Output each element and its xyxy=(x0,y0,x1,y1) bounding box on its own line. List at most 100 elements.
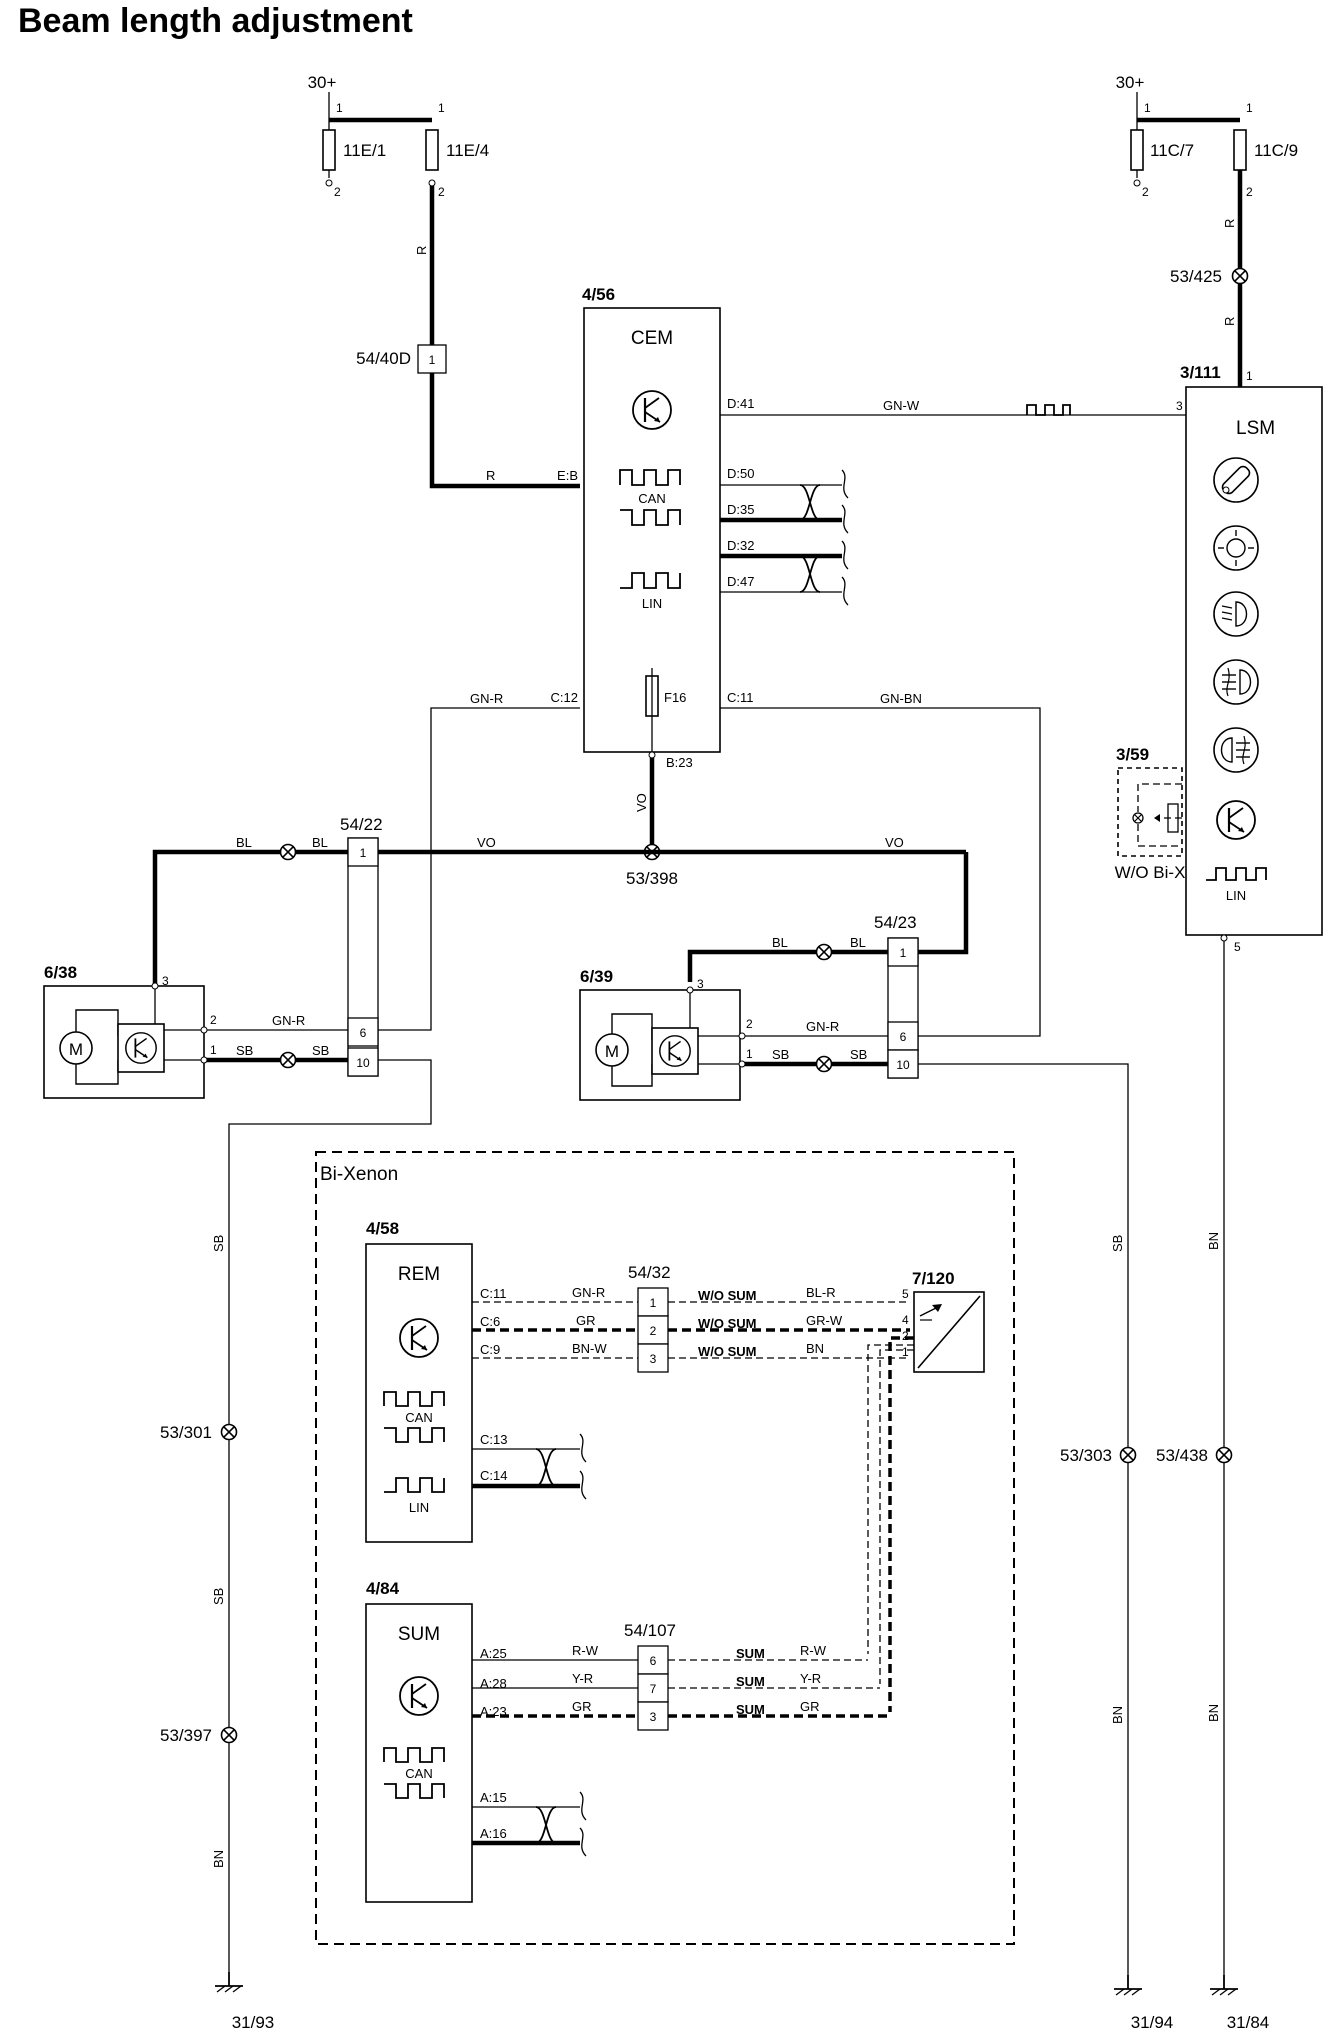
bixenon-label: Bi-Xenon xyxy=(320,1164,398,1185)
wire-label-r-1: R xyxy=(414,246,429,255)
connector-54-107-pin6: 6 xyxy=(650,1654,657,1668)
rem-lin-label: LIN xyxy=(409,1500,429,1515)
connector-54-107-pin3: 3 xyxy=(650,1710,657,1724)
sum-pin-a28: A:28 xyxy=(480,1676,507,1691)
connector-54-32-pin3: 3 xyxy=(650,1352,657,1366)
fuse-11e1-pin1: 1 xyxy=(336,101,343,115)
splice-53-301-label: 53/301 xyxy=(160,1423,212,1442)
svg-text:M: M xyxy=(605,1042,619,1061)
cem-pin-c11: C:11 xyxy=(727,690,754,705)
wire-label-bn-w: BN-W xyxy=(572,1341,607,1356)
rem-pin-c14: C:14 xyxy=(480,1468,507,1483)
sum-pin-a25: A:25 xyxy=(480,1646,507,1661)
sensor-7-120-ref: 7/120 xyxy=(912,1269,955,1288)
page-title: Beam length adjustment xyxy=(18,2,413,40)
rem-module xyxy=(365,1243,473,1543)
wire-label-vo-1: VO xyxy=(634,793,649,812)
ground-31-84-icon xyxy=(1209,1974,1239,1996)
wire-label-bl-2: BL xyxy=(312,835,328,850)
ground-31-94-icon xyxy=(1113,1974,1143,1996)
switch-3-59-note: W/O Bi-X xyxy=(1115,863,1186,882)
sum-transistor-icon xyxy=(398,1675,440,1717)
motor-6-38-pin3: 3 xyxy=(162,974,169,988)
cem-pin-eb: E:B xyxy=(557,468,578,483)
connector-54-40d xyxy=(417,344,447,374)
sum-module xyxy=(365,1603,473,1903)
cem-pin-c12: C:12 xyxy=(551,690,578,705)
splice-53-397-label: 53/397 xyxy=(160,1726,212,1745)
lsm-parking-light-icon xyxy=(1213,525,1259,571)
wire-label-vo-3: VO xyxy=(885,835,904,850)
wo-sum-label-2: W/O SUM xyxy=(698,1316,757,1331)
wire-label-vo-2: VO xyxy=(477,835,496,850)
motor-6-39-pin2: 2 xyxy=(746,1017,753,1031)
splice-53-397 xyxy=(220,1726,238,1744)
connector-54-107-pin7: 7 xyxy=(650,1682,657,1696)
sum-name: SUM xyxy=(398,1624,440,1645)
cem-can-pulse-icon xyxy=(619,469,681,486)
wire-label-sb-5: SB xyxy=(772,1047,789,1062)
motor-6-39-pin1: 1 xyxy=(746,1047,753,1061)
sensor-7-120-pin2: 2 xyxy=(902,1329,909,1343)
splice-53-438-label: 53/438 xyxy=(1156,1446,1208,1465)
lsm-rear-fog-icon xyxy=(1213,727,1259,773)
rem-pin-c9: C:9 xyxy=(480,1342,500,1357)
fuse-11e4-pin1: 1 xyxy=(438,101,445,115)
motor-6-39-motor-icon: M xyxy=(595,1013,653,1087)
splice-bl-left-icon xyxy=(279,843,297,861)
power-30-right-label: 30+ xyxy=(1116,73,1145,92)
splice-53-425-label: 53/425 xyxy=(1170,267,1222,286)
cem-pin-d35: D:35 xyxy=(727,502,754,517)
fuse-11e1-label: 11E/1 xyxy=(343,141,386,160)
fuse-11e4-pin2: 2 xyxy=(438,185,445,199)
switch-3-59-ref: 3/59 xyxy=(1116,745,1149,764)
sum-pin-a16: A:16 xyxy=(480,1826,507,1841)
wire-label-y-r-1: Y-R xyxy=(572,1671,593,1686)
rem-name: REM xyxy=(398,1264,440,1285)
wire-label-bl-r: BL-R xyxy=(806,1285,836,1300)
sensor-7-120-pin5: 5 xyxy=(902,1287,909,1301)
wire-label-gn-r-1: GN-R xyxy=(470,691,503,706)
fuse-11c9-label: 11C/9 xyxy=(1254,141,1298,160)
cem-transistor-icon xyxy=(631,389,673,431)
lsm-front-fog-icon xyxy=(1213,659,1259,705)
sum-can-twist-icon xyxy=(535,1806,557,1844)
motor-6-39-ref: 6/39 xyxy=(580,967,613,986)
connector-54-107-pin3-box xyxy=(637,1701,669,1731)
wo-sum-label-1: W/O SUM xyxy=(698,1288,757,1303)
connector-54-32-pin3-box xyxy=(637,1343,669,1373)
wo-sum-label-3: W/O SUM xyxy=(698,1344,757,1359)
sensor-7-120-pin1: 1 xyxy=(902,1345,909,1359)
lsm-name: LSM xyxy=(1236,418,1275,439)
motor-6-38-ref: 6/38 xyxy=(44,963,77,982)
motor-6-38-motor-icon: M xyxy=(59,1009,119,1085)
splice-sb-right-icon xyxy=(815,1055,833,1073)
ground-31-94-label: 31/94 xyxy=(1131,2013,1174,2032)
wire-label-sb-6: SB xyxy=(850,1047,867,1062)
wire-label-r-2: R xyxy=(486,468,495,483)
power-30-left-label: 30+ xyxy=(308,73,337,92)
fuse-11e1 xyxy=(322,120,336,187)
splice-53-425 xyxy=(1231,267,1249,285)
rem-pin-c6: C:6 xyxy=(480,1314,500,1329)
rem-lin-pulse-icon xyxy=(384,1477,445,1493)
splice-53-303-label: 53/303 xyxy=(1060,1446,1112,1465)
wire-label-gr-w-1: GR-W xyxy=(806,1313,843,1328)
lsm-lin-label: LIN xyxy=(1226,888,1246,903)
rem-pin-c11: C:11 xyxy=(480,1286,507,1301)
lsm-rotary-switch-icon xyxy=(1213,457,1259,503)
fuse-11c9-pin2: 2 xyxy=(1246,185,1253,199)
splice-53-301 xyxy=(220,1423,238,1441)
cem-lin-pulse-icon xyxy=(620,572,681,589)
cem-can-pulse-2-icon xyxy=(620,509,681,526)
connector-54-22-label: 54/22 xyxy=(340,815,383,834)
wire-label-bl-1: BL xyxy=(236,835,252,850)
wire-label-sb-1: SB xyxy=(236,1043,253,1058)
wire-label-bn-5: BN xyxy=(806,1341,824,1356)
bixenon-frame xyxy=(315,1151,1015,1945)
splice-53-398-label: 53/398 xyxy=(626,869,678,888)
connector-54-23-label: 54/23 xyxy=(874,913,917,932)
lsm-pin-1: 1 xyxy=(1246,369,1253,383)
rem-can-pulse-2-icon xyxy=(384,1427,445,1443)
